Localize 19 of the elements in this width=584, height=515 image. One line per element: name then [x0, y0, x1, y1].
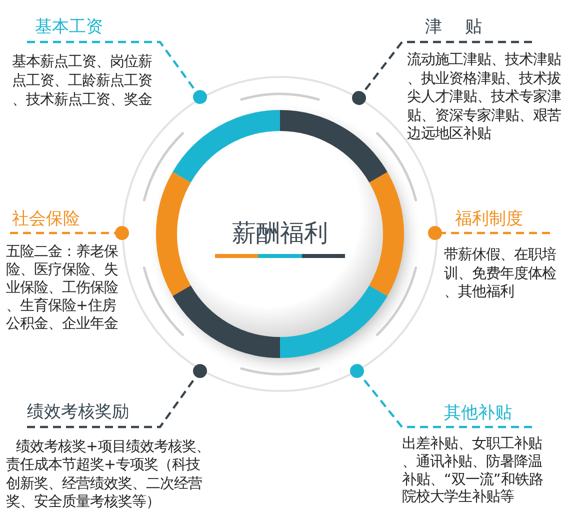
- leader-line: [10, 226, 129, 240]
- leader-line: [27, 364, 207, 428]
- description-text: 出差补贴、女职工补贴、通讯补贴、防暑降温补贴、“双一流”和铁路院校大学生补贴等: [402, 436, 544, 508]
- description-text: 带薪休假、在职培训、免费年度体检、其他福利: [444, 246, 557, 302]
- leader-line: [352, 40, 532, 105]
- leader-line: [350, 364, 532, 428]
- category-heading: 津贴: [402, 17, 532, 42]
- leader-line: [27, 40, 207, 104]
- category-heading: 福利制度: [443, 209, 550, 233]
- category-heading: 社会保险: [10, 209, 114, 233]
- description-text: 流动施工津贴、技术津贴、执业资格津贴、技术拔尖人才津贴、技术专家津贴、资深专家津贴、艰苦边远地区补贴: [407, 51, 562, 144]
- category-heading: 其他补贴: [402, 404, 532, 427]
- leader-line: [428, 226, 550, 240]
- center-title: 薪酬福利: [232, 218, 328, 248]
- category-heading: 基本工资: [27, 17, 160, 42]
- description-text: 五险二金：养老保险、医疗保险、失业保险、工伤保险、生育保险+住房公积金、企业年金: [6, 243, 119, 333]
- description-text: 绩效考核奖+项目绩效考核奖、责任成本节超奖+专项奖（科技创新奖、经营绩效奖、二次经营奖、安全质量考核奖等）: [6, 438, 211, 512]
- category-heading: 绩效考核奖励: [27, 401, 160, 427]
- description-text: 基本薪点工资、岗位薪点工资、工龄薪点工资、技术薪点工资、奖金: [12, 53, 153, 110]
